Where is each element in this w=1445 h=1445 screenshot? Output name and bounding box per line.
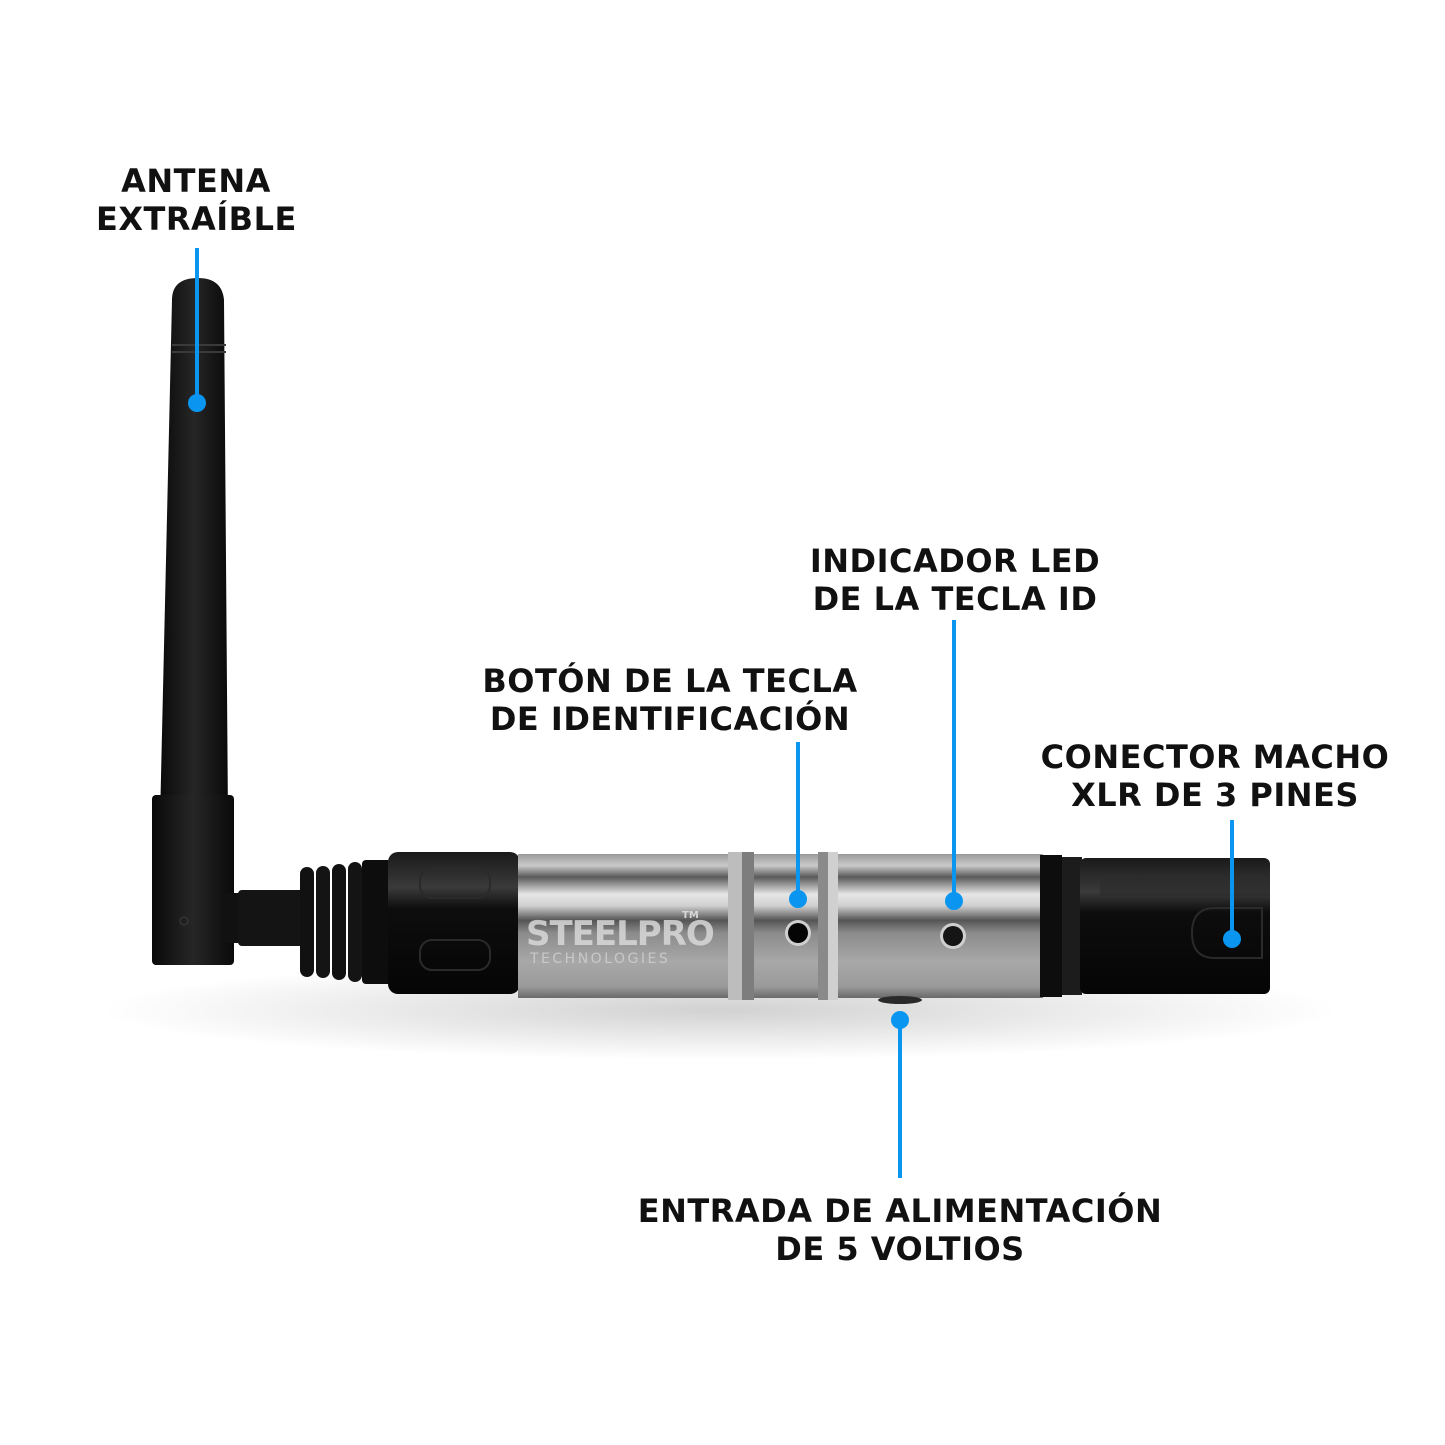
brand-logo: STEELPRO TM TECHNOLOGIES bbox=[526, 910, 715, 967]
led-marker-dot bbox=[945, 892, 963, 910]
id-button-marker-dot bbox=[789, 890, 807, 908]
connector-threads bbox=[300, 860, 392, 984]
brand-trademark: TM bbox=[682, 910, 699, 921]
callout-power-label: ENTRADA DE ALIMENTACIÓN DE 5 VOLTIOS bbox=[630, 1192, 1170, 1268]
xlr-connector bbox=[1040, 855, 1270, 997]
callout-led-label: INDICADOR LED DE LA TECLA ID bbox=[800, 542, 1110, 618]
callout-line: ANTENA bbox=[121, 162, 271, 200]
brand-subtitle: TECHNOLOGIES bbox=[529, 951, 670, 967]
brand-name: STEELPRO bbox=[526, 914, 714, 954]
antenna bbox=[152, 278, 308, 965]
callout-line: INDICADOR LED bbox=[809, 542, 1101, 580]
callout-xlr-label: CONECTOR MACHO XLR DE 3 PINES bbox=[1025, 738, 1405, 814]
callout-id-button-label: BOTÓN DE LA TECLA DE IDENTIFICACIÓN bbox=[470, 662, 870, 738]
callout-line: BOTÓN DE LA TECLA bbox=[482, 662, 858, 700]
xlr-marker-dot bbox=[1223, 930, 1241, 948]
id-button-leader-line bbox=[796, 742, 800, 892]
antenna-leader-line bbox=[195, 248, 199, 403]
led-leader-line bbox=[952, 620, 956, 900]
antenna-marker-dot bbox=[188, 394, 206, 412]
callout-line: DE IDENTIFICACIÓN bbox=[489, 700, 851, 738]
callout-line: ENTRADA DE ALIMENTACIÓN bbox=[637, 1192, 1163, 1230]
callout-line: DE 5 VOLTIOS bbox=[775, 1230, 1025, 1268]
callout-line: EXTRAÍBLE bbox=[96, 200, 297, 238]
power-leader-line bbox=[898, 1020, 902, 1178]
callout-line: DE LA TECLA ID bbox=[812, 580, 1098, 618]
callout-antenna-label: ANTENA EXTRAÍBLE bbox=[96, 162, 296, 238]
xlr-leader-line bbox=[1230, 820, 1234, 940]
grip-housing bbox=[388, 852, 520, 994]
callout-line: XLR DE 3 PINES bbox=[1071, 776, 1359, 814]
callout-line: CONECTOR MACHO bbox=[1040, 738, 1390, 776]
